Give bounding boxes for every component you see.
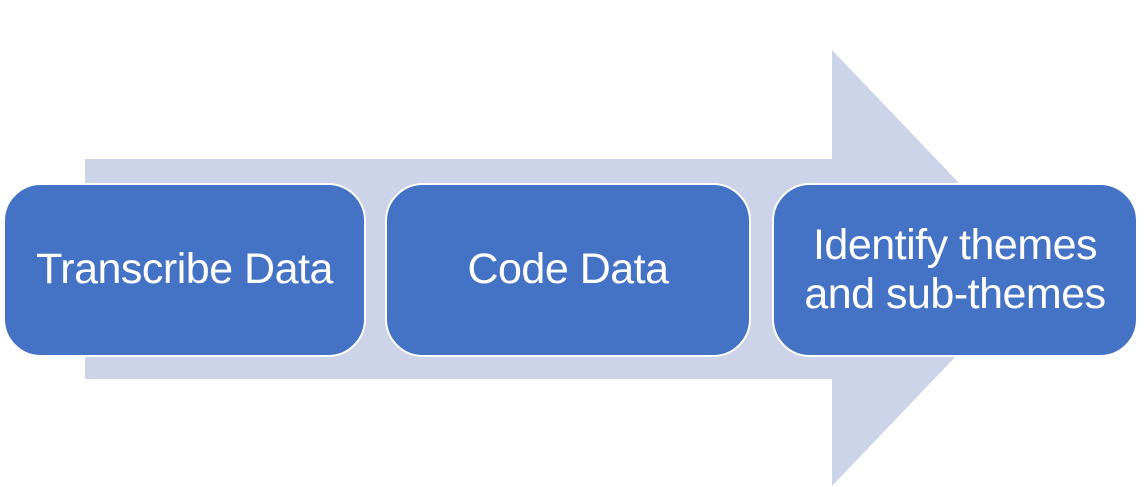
step-label: Identify themes and sub-themes — [804, 220, 1106, 318]
step-label: Code Data — [467, 245, 669, 294]
process-step-code-data: Code Data — [385, 183, 751, 357]
process-step-identify-themes: Identify themes and sub-themes — [772, 183, 1138, 357]
step-label: Transcribe Data — [36, 245, 333, 294]
process-step-transcribe-data: Transcribe Data — [3, 183, 366, 357]
